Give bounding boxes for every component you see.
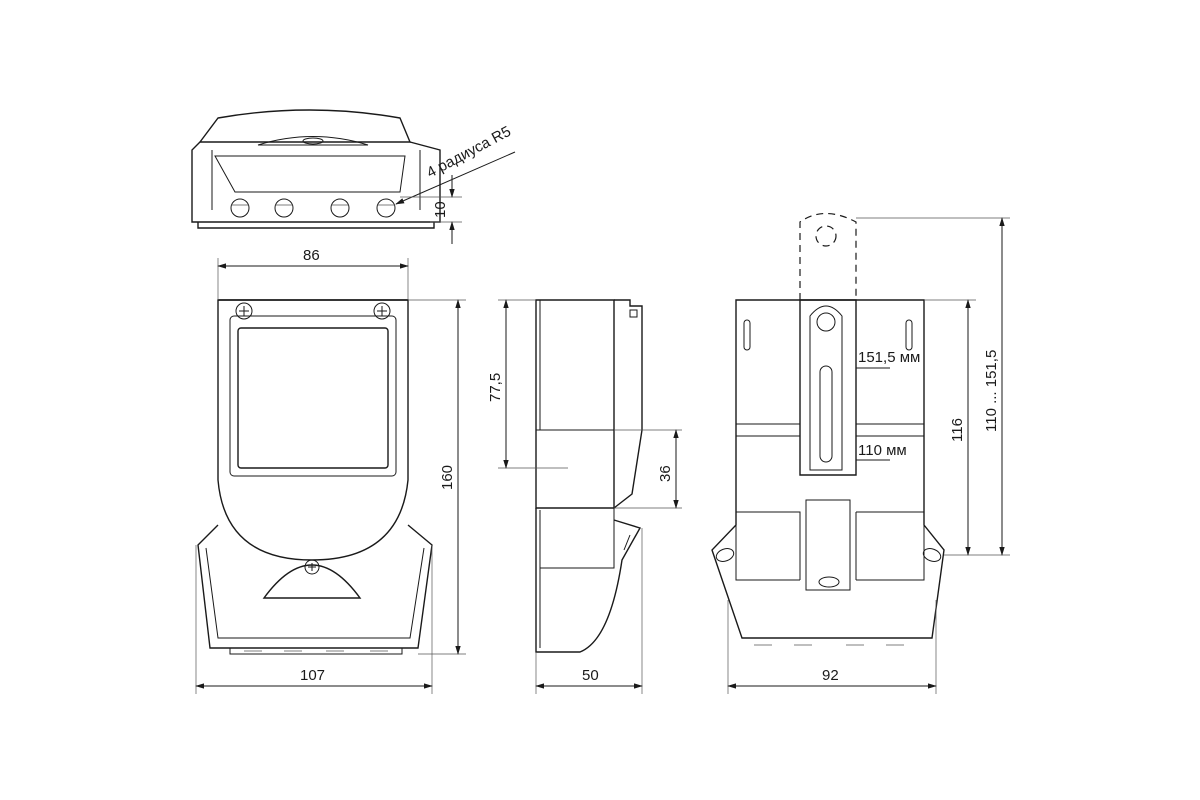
- top-view: 4 радиуса R5 10: [191, 109, 516, 244]
- dim-front-inner-width: 86: [303, 247, 320, 264]
- dim-front-height: 160: [439, 465, 456, 490]
- side-view: 77,5 36 50: [487, 299, 682, 694]
- dim-front-outer-width: 107: [300, 667, 325, 684]
- terminal-screws: [230, 198, 396, 218]
- back-view: 151,5 мм 110 мм 116 110 ... 151,5 92: [711, 212, 1010, 694]
- screw-icon: [304, 559, 320, 575]
- radius-note: 4 радиуса R5: [424, 123, 514, 182]
- dim-back-mount-height: 116: [949, 418, 966, 442]
- dim-top-height: 10: [432, 201, 449, 218]
- front-view: 86 107 160: [195, 247, 466, 694]
- label-lower-position: 110 мм: [858, 442, 907, 459]
- dim-side-upper: 77,5: [487, 373, 504, 402]
- dim-back-range: 110 ... 151,5: [983, 350, 1000, 432]
- dim-side-width: 50: [582, 667, 599, 684]
- screw-icon: [235, 302, 253, 320]
- dim-back-width: 92: [822, 667, 839, 684]
- dim-side-middle: 36: [657, 465, 674, 482]
- screw-icon: [373, 302, 391, 320]
- label-upper-position: 151,5 мм: [858, 349, 920, 366]
